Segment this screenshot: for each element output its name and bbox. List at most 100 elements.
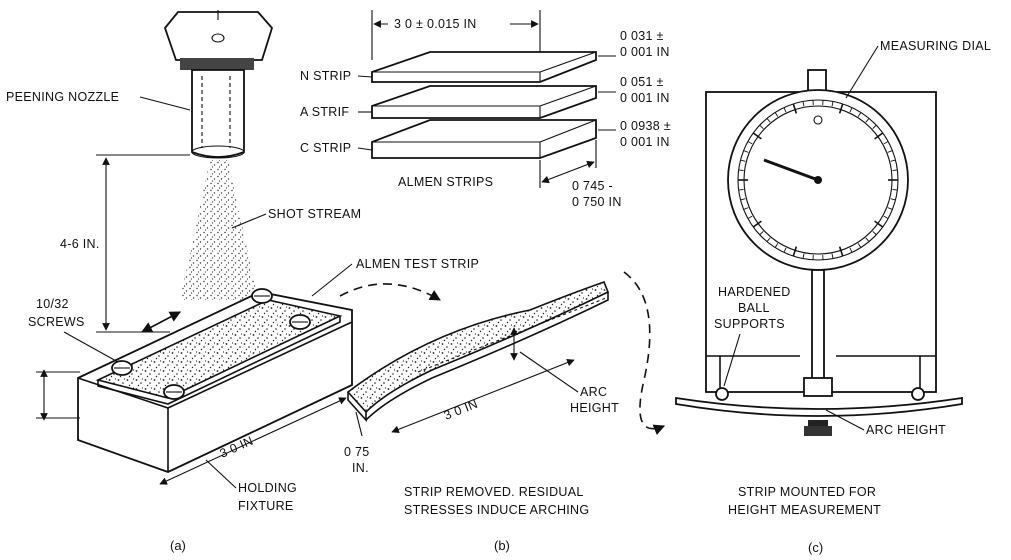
transfer-arrow-b-to-c <box>623 271 666 436</box>
dial-plunger <box>811 269 825 381</box>
fixture-label-1: HOLDING <box>238 481 297 495</box>
traverse-arrow <box>141 311 181 333</box>
caption-c: (c) <box>808 540 823 555</box>
dial-tick <box>874 220 884 228</box>
screws-label-1: 10/32 <box>36 297 69 311</box>
dial-tick <box>759 124 764 129</box>
dial-tick <box>857 112 862 117</box>
dial-tick <box>774 243 779 248</box>
dial-tick <box>865 118 870 123</box>
dial-tick <box>740 198 746 201</box>
dial-tick <box>831 253 834 259</box>
caption-b: (b) <box>494 538 510 553</box>
dial-tick <box>872 124 877 129</box>
dial-tick <box>752 220 762 228</box>
dial-tick <box>774 112 779 117</box>
arc-label-2: HEIGHT <box>570 401 619 415</box>
ball-supports-label-3: SUPPORTS <box>714 317 785 331</box>
a-strip-label: A STRIF <box>300 105 349 119</box>
dial-tick <box>802 101 805 107</box>
part-c-measurement: MEASURING DIAL HARDENED BALL SUPPORTS AR… <box>675 39 991 555</box>
dial-tick <box>887 150 893 153</box>
fixture-label-2: FIXTURE <box>238 499 294 513</box>
dial-tick <box>883 215 889 219</box>
strip-width-label-1: 0 75 <box>344 445 370 459</box>
dial-tick <box>838 103 844 114</box>
n-thickness-1: 0 031 ± <box>620 29 664 43</box>
n-thickness-2: 0 001 IN <box>620 45 670 59</box>
almen-test-strip-leader <box>311 263 353 297</box>
peening-nozzle-label: PEENING NOZZLE <box>6 90 119 104</box>
depth-label-2: 0 750 IN <box>572 195 622 209</box>
depth-label-1: 0 745 - <box>572 179 613 193</box>
c-strip-label: C STRIP <box>300 141 351 155</box>
dial-tick <box>766 118 771 123</box>
screws-leader <box>63 331 119 363</box>
dial-tick <box>802 253 805 259</box>
ball-support-right <box>911 387 925 401</box>
shot-stream-label: SHOT STREAM <box>268 207 361 221</box>
c-thickness-1: 0 0938 ± <box>620 119 671 133</box>
measuring-dial-label: MEASURING DIAL <box>880 39 991 53</box>
fixture-length-dim <box>159 397 347 485</box>
dial-ticks <box>738 100 898 260</box>
dial-tick <box>872 231 877 236</box>
dial-needle <box>763 158 819 182</box>
dial-tick <box>887 207 893 210</box>
depth-dimension <box>541 160 595 184</box>
ball-support-left <box>715 387 729 401</box>
dial-tick <box>874 132 884 140</box>
dial-tick <box>865 237 870 242</box>
distance-label: 4-6 IN. <box>60 237 100 251</box>
a-thickness-1: 0 051 ± <box>620 75 664 89</box>
caption-a: (a) <box>170 538 186 553</box>
part-b-arched-strip: ARC HEIGHT 3 0 IN 0 75 IN. STRIP REMOVED… <box>344 280 619 553</box>
shot-stream <box>180 160 258 300</box>
strip-width-label-2: IN. <box>352 461 369 475</box>
dial-tick <box>747 141 753 145</box>
part-b-desc-2: STRESSES INDUCE ARCHING <box>404 503 589 517</box>
dial-tick <box>849 247 853 253</box>
strip-length-label: 3 0 IN <box>442 397 480 423</box>
dial-tick <box>838 246 844 257</box>
c-strip <box>371 119 597 159</box>
peening-nozzle <box>163 10 274 159</box>
dial-tick <box>740 159 746 162</box>
dial-tick <box>752 132 762 140</box>
dial-tick <box>831 101 834 107</box>
mounted-strip <box>675 396 963 417</box>
ball-supports-label-1: HARDENED <box>718 285 791 299</box>
dial-tick <box>738 169 744 172</box>
almen-strips-group: 3 0 ± 0.015 IN N STRIP A STRIF C STRIP 0… <box>300 10 671 209</box>
strip-length-dim <box>391 358 575 434</box>
dial-tick <box>890 198 896 201</box>
a-strip <box>371 85 597 119</box>
arc-height-label: ARC HEIGHT <box>866 423 946 437</box>
strip-width-dim <box>355 411 363 437</box>
n-strip <box>371 51 597 83</box>
c-thickness-2: 0 001 IN <box>620 135 670 149</box>
part-c-desc-2: HEIGHT MEASUREMENT <box>728 503 881 517</box>
a-thickness-2: 0 001 IN <box>620 91 670 105</box>
fixture-leader <box>205 459 237 489</box>
almen-test-strip-label: ALMEN TEST STRIP <box>356 257 479 271</box>
dial-tick <box>792 246 798 257</box>
almen-strips-title: ALMEN STRIPS <box>398 175 493 189</box>
dial-tick <box>747 215 753 219</box>
dial-tick <box>849 107 853 113</box>
dial-tick <box>883 141 889 145</box>
almen-test-strip <box>98 300 340 398</box>
width-label: 3 0 ± 0.015 IN <box>394 17 477 31</box>
transfer-arrow-a-to-b <box>339 283 441 301</box>
dial-tick <box>857 243 862 248</box>
part-b-desc-1: STRIP REMOVED. RESIDUAL <box>404 485 584 499</box>
part-c-desc-1: STRIP MOUNTED FOR <box>738 485 876 499</box>
dial-tick <box>783 247 787 253</box>
part-a-peening-setup: PEENING NOZZLE SHOT STREAM 4-6 IN. 10/32… <box>6 10 479 553</box>
screws <box>111 288 311 400</box>
dial-tick <box>890 159 896 162</box>
dial-tick <box>759 231 764 236</box>
ball-supports-label-2: BALL <box>738 301 770 315</box>
peening-nozzle-leader <box>139 96 191 111</box>
